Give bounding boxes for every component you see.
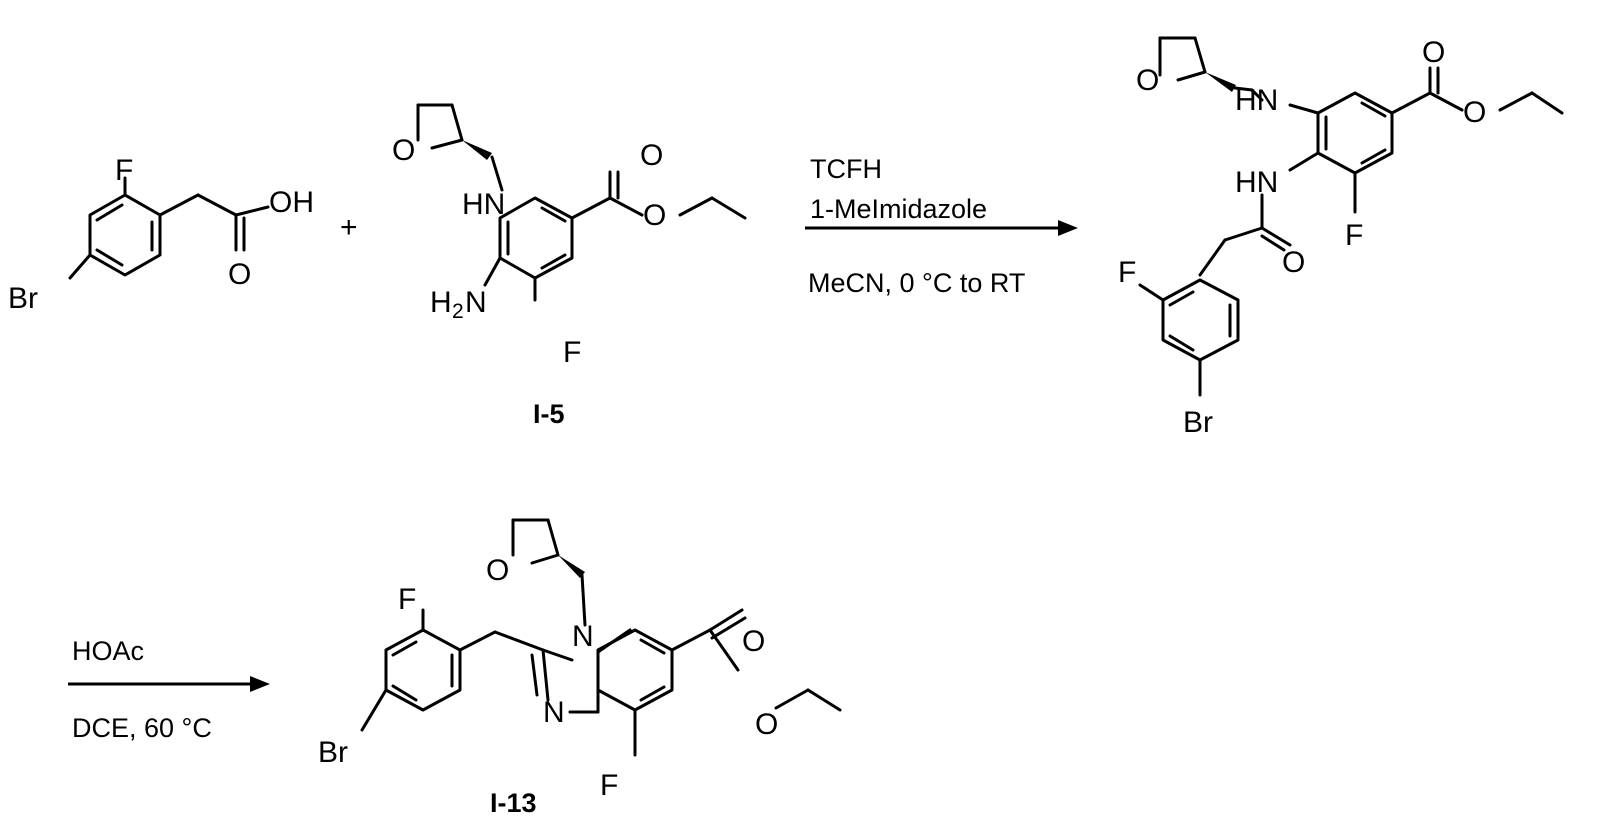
atom-F: F xyxy=(398,583,416,616)
atom-HN: HN xyxy=(1235,166,1278,199)
atom-O: O xyxy=(640,139,663,172)
plus-sign: + xyxy=(340,211,358,244)
atom-F: F xyxy=(115,154,133,187)
atom-F: F xyxy=(600,769,618,802)
atom-O: O xyxy=(1463,96,1486,129)
conditions-step1: MeCN, 0 °C to RT xyxy=(808,268,1025,298)
atom-F: F xyxy=(563,336,581,369)
reagent-tcfh: TCFH xyxy=(810,154,882,184)
atom-Br: Br xyxy=(1183,406,1213,439)
reaction-arrow-step2 xyxy=(68,676,270,692)
atom-N: N xyxy=(543,696,565,729)
reagent-methylimidazole: 1-MeImidazole xyxy=(810,194,987,224)
atom-O: O xyxy=(392,134,415,167)
reagent-hoac: HOAc xyxy=(72,636,144,666)
atom-HN: HN xyxy=(1235,84,1278,117)
atom-OH: OH xyxy=(269,186,314,219)
atom-O: O xyxy=(643,199,666,232)
atom-HN: HN xyxy=(462,188,505,221)
atom-subscript-2: 2 xyxy=(452,300,464,323)
atom-Br: Br xyxy=(318,736,348,769)
atom-F: F xyxy=(1345,219,1363,252)
atom-O: O xyxy=(486,554,509,587)
atom-O: O xyxy=(228,258,251,291)
atom-O: O xyxy=(742,625,765,658)
atom-N: N xyxy=(465,286,487,319)
atom-Br: Br xyxy=(8,282,38,315)
atom-O: O xyxy=(755,708,778,741)
intermediate-amide-structure xyxy=(1140,38,1562,395)
atom-F: F xyxy=(1118,256,1136,289)
compound-label-I5: I-5 xyxy=(533,399,565,429)
atom-O: O xyxy=(1136,64,1159,97)
conditions-step2: DCE, 60 °C xyxy=(72,713,212,743)
compound-label-I13: I-13 xyxy=(490,788,537,818)
atom-O: O xyxy=(1282,246,1305,279)
atom-N: N xyxy=(572,620,594,653)
atom-O: O xyxy=(1422,36,1445,69)
atom-H: H xyxy=(430,286,452,319)
